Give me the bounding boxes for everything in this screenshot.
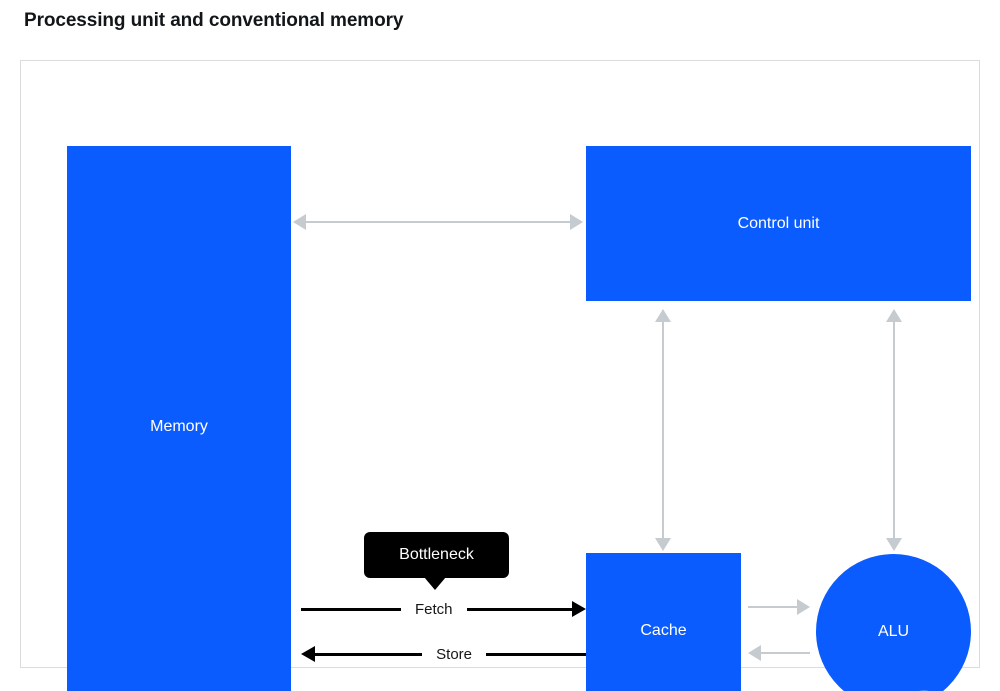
arrow-head-down-icon [886, 538, 902, 551]
flow-store: Store [301, 644, 586, 664]
connector-line [893, 319, 895, 541]
connector-control-unit-alu [885, 309, 903, 551]
flow-line-segment [486, 652, 586, 656]
flow-fetch-label: Fetch [415, 600, 453, 618]
connector-memory-control-unit [293, 213, 583, 231]
bottleneck-callout: Bottleneck [364, 532, 509, 578]
connector-line [748, 606, 799, 608]
arrow-head-up-icon [655, 309, 671, 322]
connector-line [305, 221, 571, 223]
node-control-unit: Control unit [586, 146, 971, 301]
page-title: Processing unit and conventional memory [24, 10, 404, 31]
node-cache: Cache [586, 553, 741, 691]
bottleneck-callout-pointer-icon [424, 577, 446, 590]
flow-line-segment [315, 652, 423, 656]
flow-fetch: Fetch [301, 599, 586, 619]
node-alu: ALU [816, 554, 971, 691]
connector-line [759, 652, 810, 654]
arrow-head-up-icon [886, 309, 902, 322]
arrow-head-right-icon [797, 599, 810, 615]
connector-alu-to-cache [748, 645, 810, 661]
bottleneck-callout-label: Bottleneck [399, 546, 474, 563]
connector-cache-to-alu [748, 599, 810, 615]
flow-store-label: Store [436, 645, 472, 663]
arrow-head-down-icon [655, 538, 671, 551]
flow-line-segment [301, 607, 401, 611]
node-alu-label: ALU [877, 622, 910, 640]
connector-control-unit-cache [654, 309, 672, 551]
diagram-frame: Memory Control unit Cache ALU [20, 60, 980, 691]
connector-line [662, 319, 664, 541]
arrow-head-right-icon [570, 214, 583, 230]
flow-line-segment [466, 607, 572, 611]
arrow-head-left-icon [293, 214, 306, 230]
arrow-head-left-icon [748, 645, 761, 661]
arrow-head-right-icon [572, 601, 586, 617]
node-control-unit-label: Control unit [737, 214, 820, 232]
arrow-head-left-icon [301, 646, 315, 662]
node-cache-label: Cache [640, 622, 687, 639]
node-memory: Memory [67, 146, 291, 691]
node-memory-label: Memory [150, 418, 208, 435]
